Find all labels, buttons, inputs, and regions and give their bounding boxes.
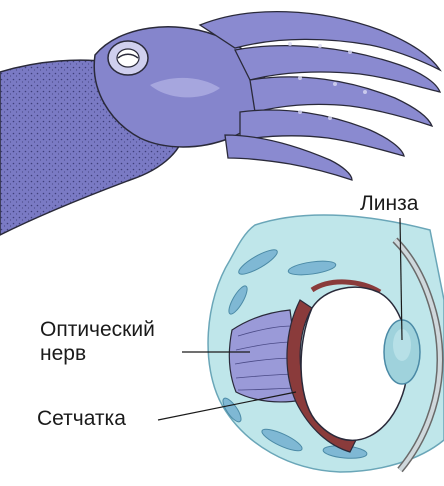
optic-nerve-label: Оптический нерв <box>40 318 155 366</box>
optic-nerve-label-line2: нерв <box>40 342 155 366</box>
retina-label: Сетчатка <box>37 407 126 431</box>
lens-label: Линза <box>360 192 418 216</box>
optic-nerve-label-line1: Оптический <box>40 318 155 342</box>
squid-eye <box>108 41 148 75</box>
eye-cross-section <box>208 215 444 472</box>
